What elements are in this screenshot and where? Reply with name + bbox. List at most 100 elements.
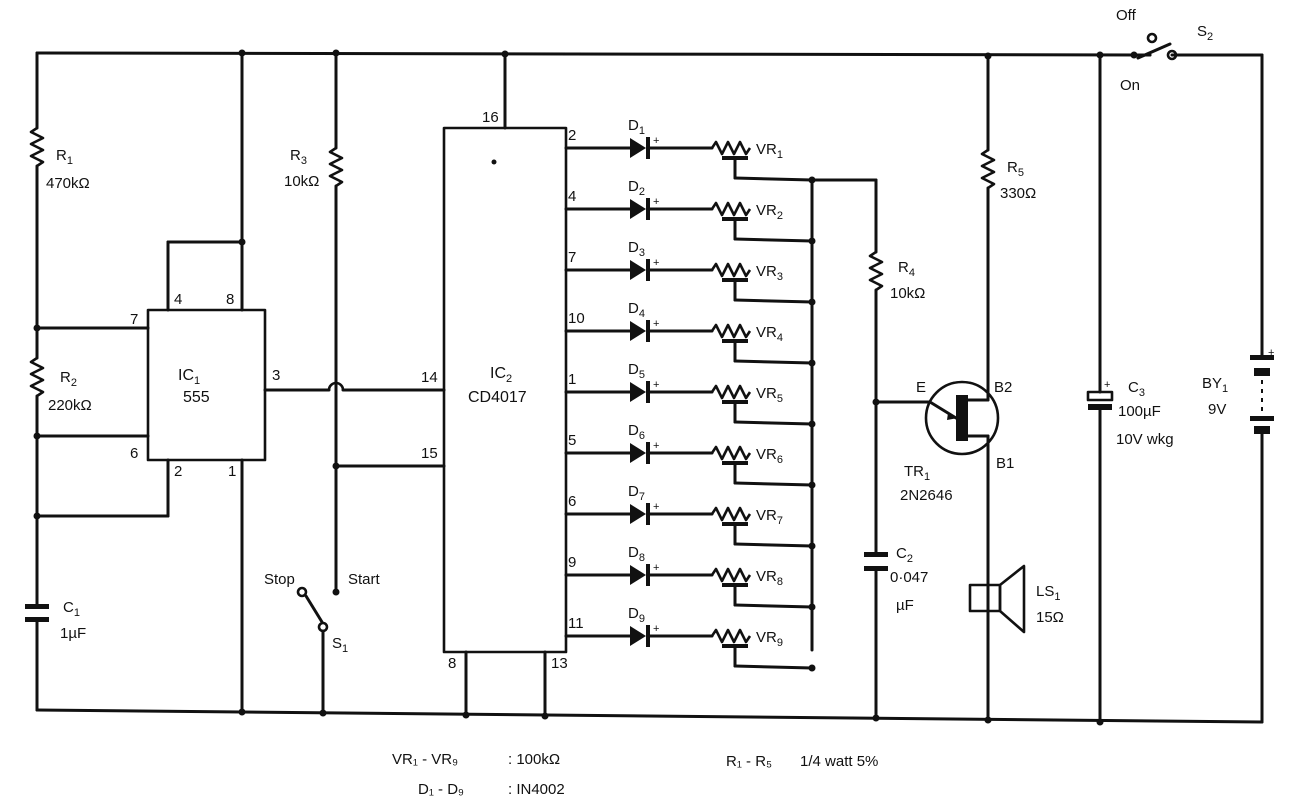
tr1-value: 2N2646 [900, 487, 953, 504]
diode-icon [630, 626, 646, 646]
c2-value-2: µF [896, 597, 914, 614]
tr1-b2-label: B2 [994, 379, 1012, 396]
note-d-value: : IN4002 [508, 781, 565, 798]
preset-resistor-icon [710, 628, 752, 644]
diode-plus: + [653, 257, 659, 269]
preset-label: VR6 [756, 446, 783, 466]
s1-stop-label: Stop [264, 571, 295, 588]
ic2-label: IC2 [490, 365, 512, 385]
output-row: 6D7+VR7 [564, 483, 816, 550]
diode-plus: + [653, 135, 659, 147]
r4-label: R4 [898, 259, 915, 279]
r5-value: 330Ω [1000, 185, 1036, 202]
diode-icon [630, 443, 646, 463]
by1-value: 9V [1208, 401, 1226, 418]
c2-value-1: 0·047 [890, 569, 928, 586]
c1-value: 1µF [60, 625, 86, 642]
output-row: 4 D2 + VR2 [564, 178, 816, 245]
ic1-pin1: 1 [228, 463, 236, 480]
note-r-value: 1/4 watt 5% [800, 753, 878, 770]
r2-label: R2 [60, 369, 77, 389]
r3-s1-network [296, 49, 446, 717]
preset-label: VR5 [756, 385, 783, 405]
preset-label: VR9 [756, 629, 783, 649]
tr1-b1-label: B1 [996, 455, 1014, 472]
output-row: 1D5+VR5 [564, 361, 816, 428]
output-row: 5D6+VR6 [564, 422, 816, 489]
diode-plus: + [653, 501, 659, 513]
r1-label: R1 [56, 147, 73, 167]
diode-plus: + [653, 196, 659, 208]
preset-resistor-icon [710, 506, 752, 522]
c3-battery [1086, 51, 1274, 726]
output-rows: 2D1+VR14D2+VR27D3+VR310D4+VR41D5+VR55D6+… [564, 117, 816, 672]
note-vr-range: VR₁ - VR₉ [392, 751, 458, 768]
ic1-pin7: 7 [130, 311, 138, 328]
c3-value-1: 100µF [1118, 403, 1161, 420]
ls1-value: 15Ω [1036, 609, 1064, 626]
r3-value: 10kΩ [284, 173, 319, 190]
left-timing-network [25, 51, 49, 712]
diode-icon [630, 382, 646, 402]
c3-label: C3 [1128, 379, 1145, 399]
ic1-value: 555 [183, 389, 210, 406]
ic2-output-pin: 7 [568, 249, 576, 266]
r1-value: 470kΩ [46, 175, 90, 192]
c3-value-2: 10V wkg [1116, 431, 1174, 448]
preset-resistor-icon [710, 140, 752, 156]
ic2-output-pin: 11 [568, 615, 584, 632]
s2-label: S2 [1197, 23, 1213, 43]
diode-label: D2 [628, 178, 645, 198]
ic2-output-pin: 5 [568, 432, 576, 449]
diode-label: D8 [628, 544, 645, 564]
r2-value: 220kΩ [48, 397, 92, 414]
ic1-pin6: 6 [130, 445, 138, 462]
ic2-output-pin: 2 [568, 127, 576, 144]
preset-resistor-icon [710, 201, 752, 217]
ic2-output-pin: 9 [568, 554, 576, 571]
ic2-pin16: 16 [482, 109, 499, 126]
c3-plus: + [1104, 379, 1110, 391]
ic2-value: CD4017 [468, 389, 527, 406]
preset-label: VR1 [756, 141, 783, 161]
ic1-pin8: 8 [226, 291, 234, 308]
s2-on-label: On [1120, 77, 1140, 94]
ic2-output-pin: 4 [568, 188, 576, 205]
note-d-range: D₁ - D₉ [418, 781, 464, 798]
ic2-cd4017 [442, 50, 568, 720]
diode-icon [630, 199, 646, 219]
wiper-bus [808, 176, 878, 652]
diode-label: D9 [628, 605, 645, 625]
diode-icon [630, 565, 646, 585]
diode-icon [630, 504, 646, 524]
tr1-emitter-label: E [916, 379, 926, 396]
ic2-output-pin: 6 [568, 493, 576, 510]
preset-resistor-icon [710, 384, 752, 400]
ic2-pin14: 14 [421, 369, 438, 386]
ic2-pin8: 8 [448, 655, 456, 672]
diode-icon [630, 260, 646, 280]
ic1-pin4: 4 [174, 291, 182, 308]
s1-start-label: Start [348, 571, 381, 588]
output-row: 2 D1 + VR1 [564, 117, 814, 182]
s2-off-label: Off [1116, 7, 1137, 24]
preset-label: VR4 [756, 324, 783, 344]
note-r-range: R₁ - R₅ [726, 753, 772, 770]
ls1-label: LS1 [1036, 583, 1060, 603]
diode-plus: + [653, 623, 659, 635]
diode-plus: + [653, 318, 659, 330]
diode-label: D6 [628, 422, 645, 442]
c2-label: C2 [896, 545, 913, 565]
diode-label: D1 [628, 117, 645, 137]
ic1-pin3: 3 [272, 367, 280, 384]
diode-icon [630, 321, 646, 341]
oscillator-stage [864, 52, 1026, 724]
output-row: 11 D9 + VR9 [564, 605, 816, 672]
preset-label: VR2 [756, 202, 783, 222]
diode-label: D4 [628, 300, 645, 320]
note-vr-value: : 100kΩ [508, 751, 560, 768]
ic1-pin2: 2 [174, 463, 182, 480]
ic2-pin13: 13 [551, 655, 568, 672]
ic2-pin15: 15 [421, 445, 438, 462]
